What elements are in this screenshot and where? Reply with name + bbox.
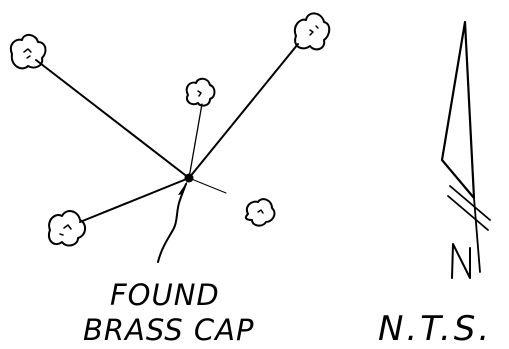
leader-line (157, 183, 187, 263)
tree-upper-right (294, 12, 331, 51)
leader-arrowhead-icon (178, 180, 188, 200)
north-letter-icon (451, 243, 471, 279)
tie-lines (35, 43, 299, 223)
scale-note: N.T.S. (378, 309, 492, 349)
found-label: FOUND (110, 278, 220, 312)
tie-line-extension (188, 177, 227, 194)
tie-line-upper-left (35, 59, 190, 179)
tie-line-upper-right (188, 43, 299, 179)
brass-cap-dot-icon (184, 173, 194, 183)
shrub-cloud-icon (10, 34, 47, 70)
shrub-cloud-icon (185, 77, 216, 107)
leader-arrow (157, 180, 188, 263)
shrub-cloud-icon (48, 210, 86, 247)
tree-upper-left (10, 34, 47, 70)
tree-lower-left (48, 210, 86, 247)
brass-cap-label: BRASS CAP (83, 313, 254, 347)
brass-cap-monument (184, 173, 194, 183)
tie-line-lower-left (79, 177, 190, 223)
north-arrow: N (440, 20, 491, 279)
shrub-cloud-icon (244, 198, 276, 227)
tie-line-center (188, 103, 203, 179)
tree-center (185, 77, 216, 107)
north-arrow-icon (440, 20, 476, 200)
tree-lower-right (244, 198, 276, 227)
shrub-cloud-icon (294, 12, 331, 51)
